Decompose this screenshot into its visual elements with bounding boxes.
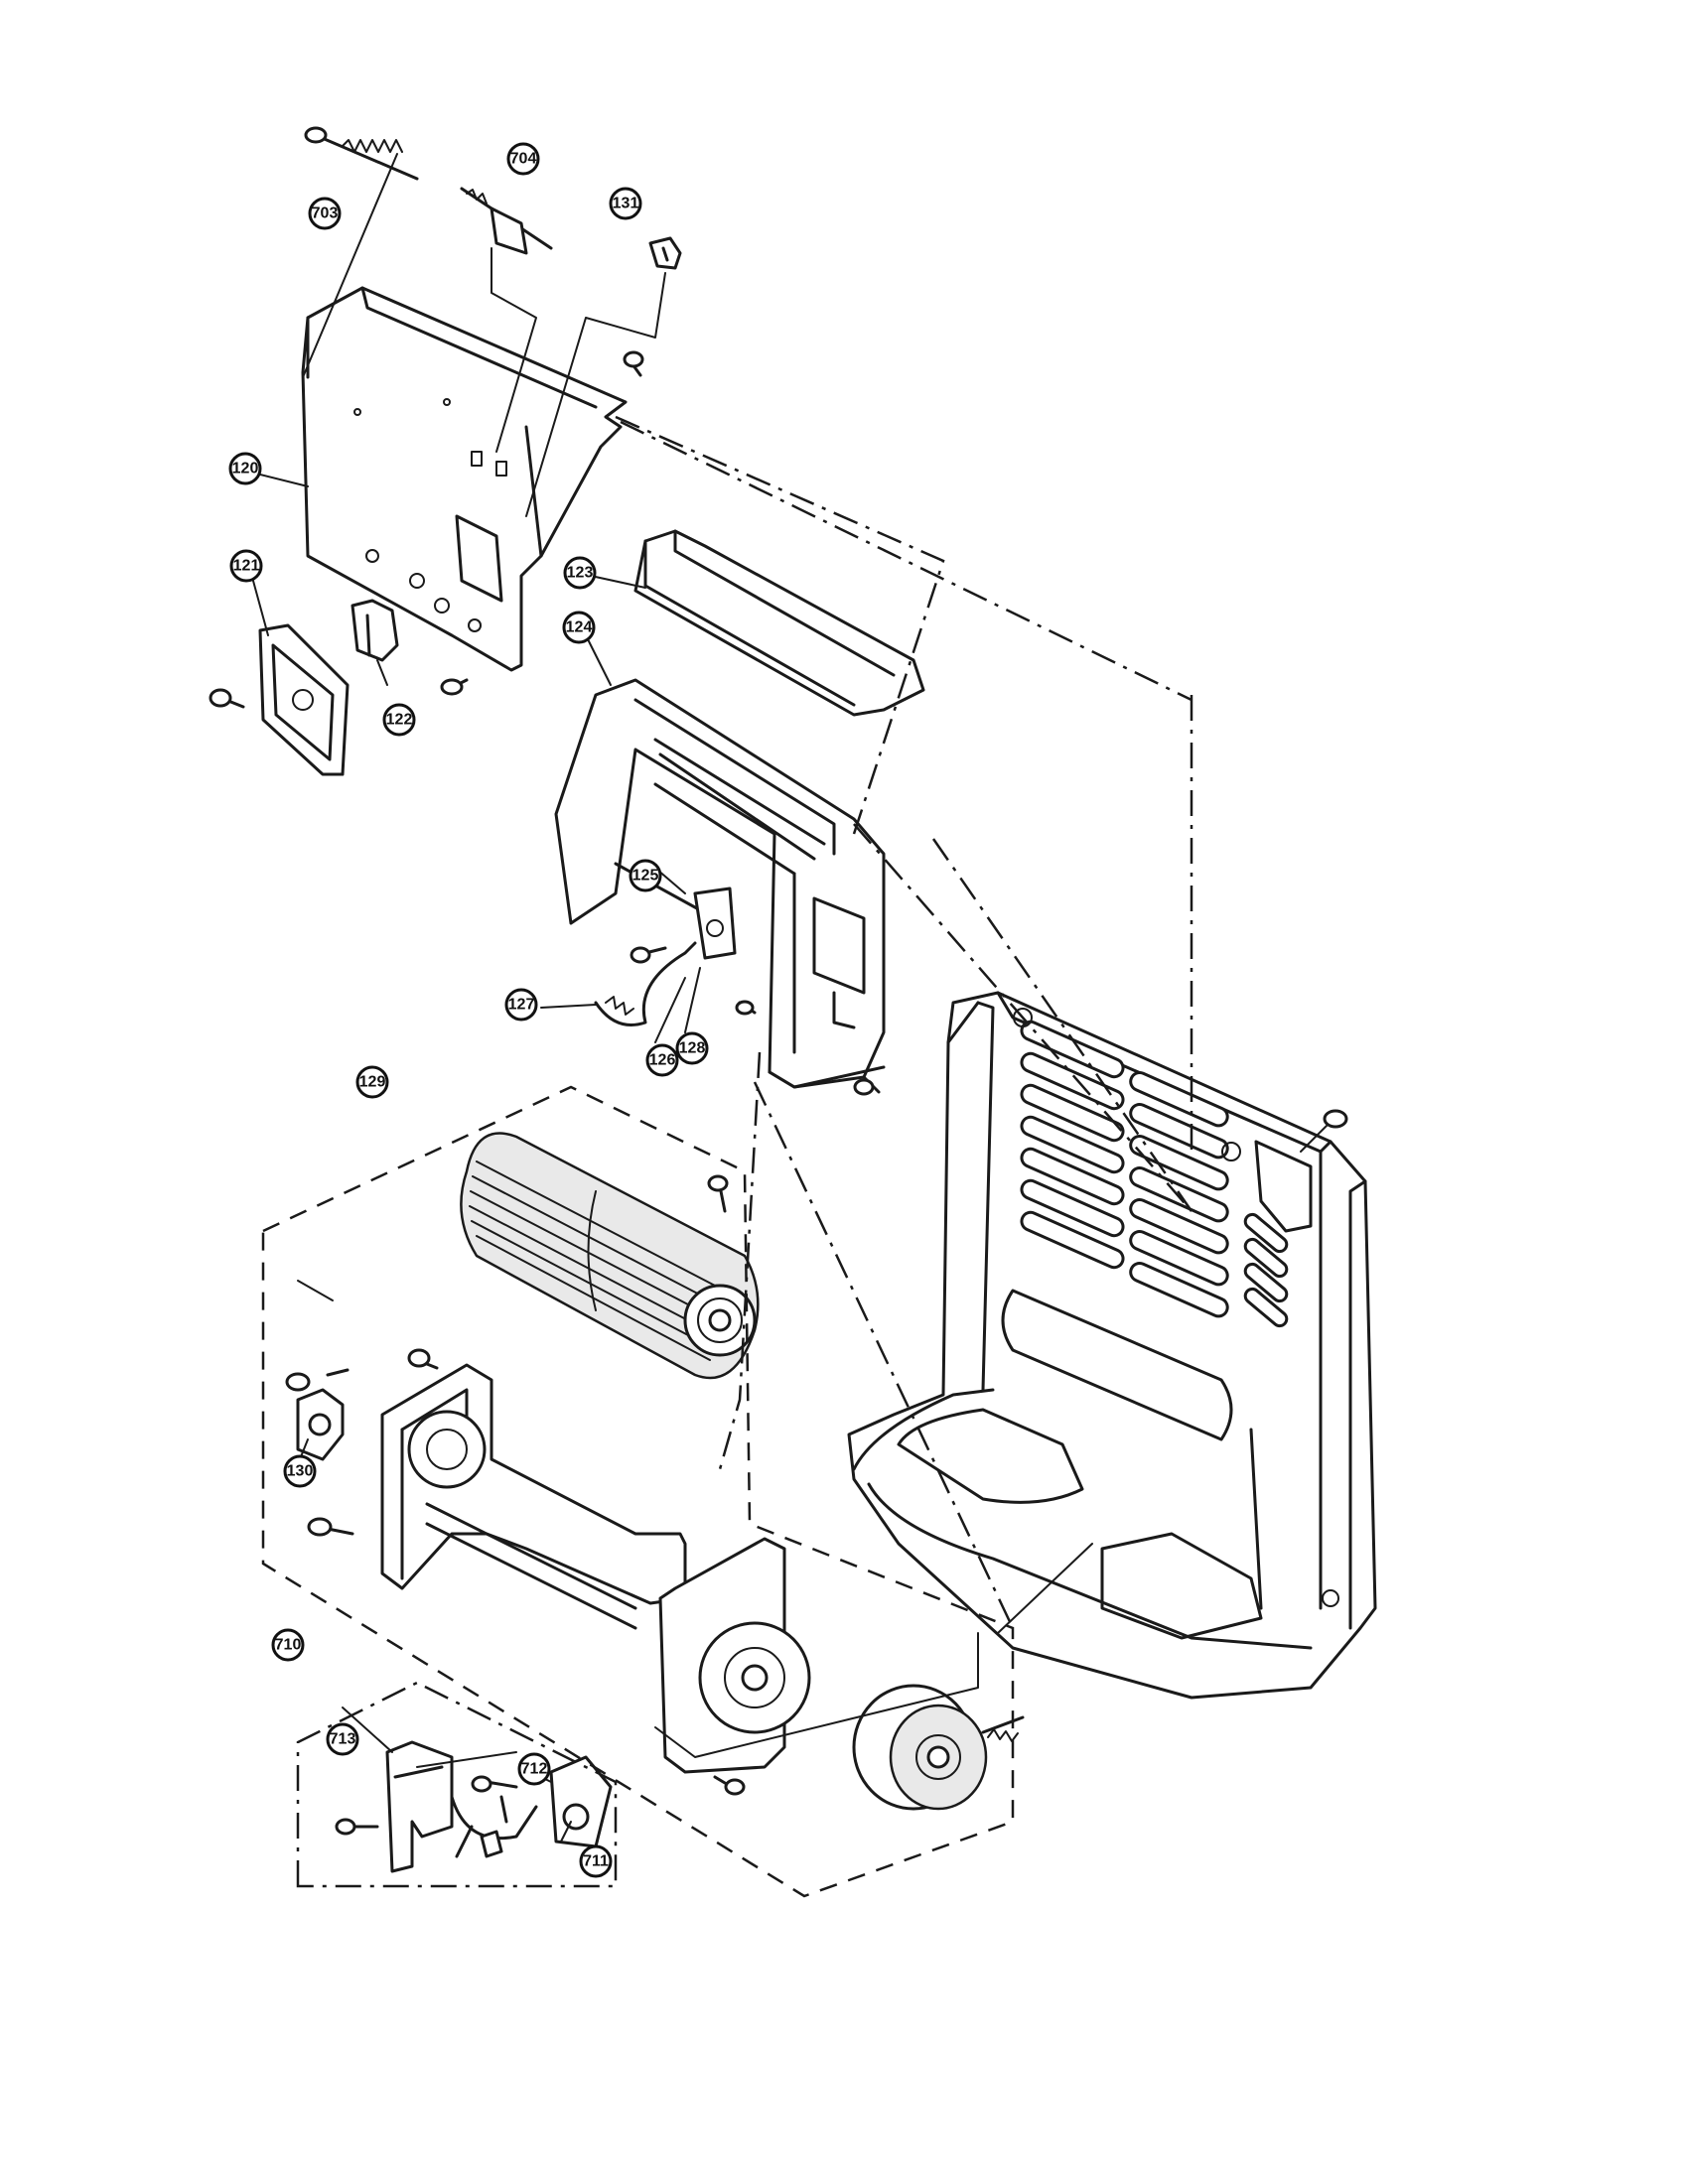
- callout-131: 131: [609, 187, 642, 220]
- part-704-clip: [460, 187, 553, 255]
- callout-710-label: 710: [275, 1637, 302, 1654]
- callout-129-label: 129: [359, 1074, 386, 1091]
- callout-124: 124: [562, 611, 596, 644]
- blower-housing: [285, 1348, 811, 1796]
- callout-128: 128: [675, 1031, 709, 1065]
- callout-129: 129: [355, 1065, 389, 1099]
- callout-130-label: 130: [287, 1463, 314, 1480]
- bearing-bracket-130: [296, 1388, 345, 1461]
- top-panel-120: [301, 286, 644, 696]
- rear-cabinet-housing: [847, 991, 1377, 1700]
- part-703-spring: [304, 126, 419, 181]
- callout-128-label: 128: [679, 1040, 706, 1057]
- callout-713-label: 713: [330, 1731, 356, 1748]
- blower-fins: [469, 1160, 716, 1361]
- callout-131-label: 131: [613, 196, 639, 212]
- callout-712: 712: [517, 1752, 551, 1786]
- cover-123: [633, 529, 925, 717]
- callout-710: 710: [271, 1628, 305, 1662]
- callout-122-label: 122: [386, 712, 413, 729]
- part-131: [648, 236, 682, 270]
- callout-711: 711: [579, 1844, 613, 1878]
- callout-121-label: 121: [233, 558, 260, 575]
- callout-711-label: 711: [583, 1853, 609, 1870]
- callout-124-label: 124: [566, 619, 593, 636]
- grille-slots-right: [1129, 1071, 1229, 1318]
- callout-703-label: 703: [312, 205, 339, 222]
- callout-122: 122: [382, 703, 416, 737]
- callout-125-label: 125: [632, 868, 659, 885]
- bracket-121: [209, 623, 350, 776]
- assembly-guide-lines: [247, 153, 1348, 1898]
- wire-harness-127: [594, 941, 697, 1026]
- callout-127: 127: [504, 988, 538, 1022]
- grille-slots-side: [1243, 1212, 1289, 1328]
- part-122: [351, 599, 399, 662]
- callout-713: 713: [326, 1722, 359, 1756]
- callout-120-label: 120: [232, 461, 259, 478]
- callout-130: 130: [283, 1454, 317, 1488]
- control-assembly-710: [335, 1740, 613, 1873]
- callout-126-label: 126: [649, 1052, 676, 1069]
- grille-slots-left: [1020, 1020, 1125, 1270]
- callout-712-label: 712: [521, 1761, 548, 1778]
- callout-704-label: 704: [510, 151, 537, 168]
- callout-121: 121: [229, 549, 263, 583]
- callout-125: 125: [629, 859, 662, 892]
- callout-123: 123: [563, 556, 597, 590]
- callout-120: 120: [228, 452, 262, 485]
- callout-126: 126: [645, 1043, 679, 1077]
- callout-127-label: 127: [508, 997, 535, 1014]
- blower-wheel: [460, 1132, 760, 1380]
- frame-124: [554, 678, 886, 1096]
- fan-motor: [852, 1684, 1025, 1811]
- callout-704: 704: [506, 142, 540, 176]
- callout-123-label: 123: [567, 565, 594, 582]
- callout-703: 703: [308, 197, 342, 230]
